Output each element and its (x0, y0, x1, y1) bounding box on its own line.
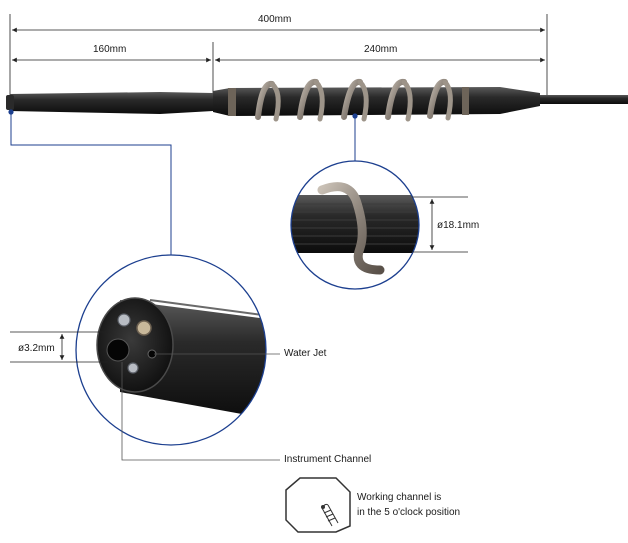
spiral-zoom-view (290, 160, 420, 290)
right-section-length-label: 240mm (364, 44, 398, 55)
callout-lines (121, 353, 280, 461)
instrument-channel-opening (106, 338, 130, 362)
spiral-diameter-dimension (412, 196, 468, 253)
water-jet-label: Water Jet (284, 348, 327, 359)
dimension-lines (9, 14, 548, 98)
left-section-length-label: 160mm (93, 44, 127, 55)
tip-marker-dot (8, 109, 14, 115)
tip-zoom-view (75, 254, 267, 446)
orientation-icon (285, 477, 351, 533)
leader-lines (10, 112, 356, 256)
light-guide-upper (117, 313, 131, 327)
spiral-marker-dot (352, 113, 358, 119)
working-channel-note: Working channel is in the 5 o'clock posi… (357, 490, 460, 520)
tip-diameter-label: ø3.2mm (18, 343, 55, 354)
spiral-diameter-label: ø18.1mm (437, 220, 480, 231)
total-length-label: 400mm (258, 14, 292, 25)
working-channel-note-line2: in the 5 o'clock position (357, 507, 461, 518)
working-channel-dot (321, 505, 325, 509)
working-channel-note-line1: Working channel is (357, 492, 442, 503)
camera-lens (136, 320, 152, 336)
instrument-channel-label: Instrument Channel (284, 454, 372, 465)
endoscope-body (6, 78, 628, 122)
light-guide-lower (127, 362, 139, 374)
tip-diameter-dimension (10, 331, 108, 363)
